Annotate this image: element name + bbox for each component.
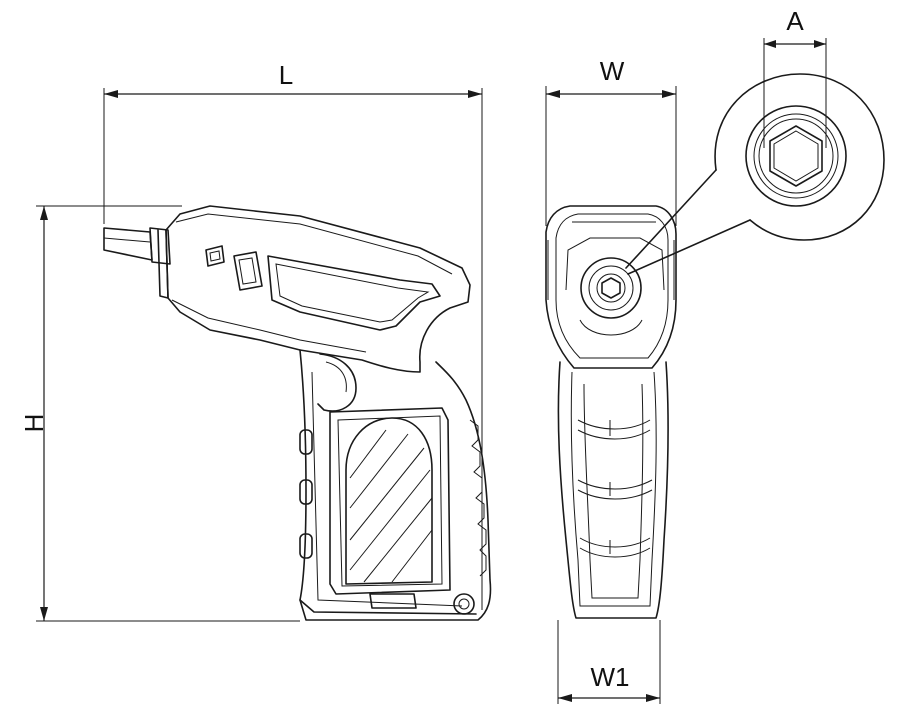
side-view [103,205,492,621]
dimension-w1 [557,620,661,704]
dimension-label-h: H [19,414,49,433]
dimension-l [103,88,483,610]
hex-socket-detail [625,73,885,275]
dimension-label-a: A [786,6,804,36]
front-view [545,205,677,619]
dimension-h [36,205,300,622]
dimension-w [545,86,677,226]
dimension-label-w1: W1 [591,662,630,692]
dimension-a [763,38,827,148]
dimension-label-w: W [600,56,625,86]
dimension-label-l: L [279,60,293,90]
